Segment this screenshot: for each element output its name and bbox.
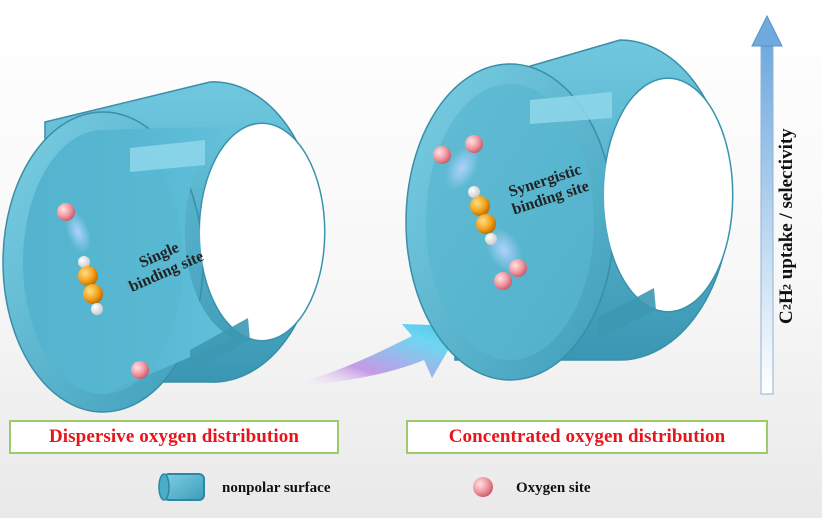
axis-label-prefix: C: [776, 310, 797, 325]
axis-label-sub2: 2: [779, 283, 794, 290]
left-floor-oxygen-atom: [131, 361, 149, 379]
legend-oxygen-icon: [473, 477, 493, 497]
left-hydrogen-atom-top: [78, 256, 90, 268]
right-oxygen-atom-4: [494, 272, 512, 290]
left-channel: [2, 81, 326, 413]
transition-arrow: [288, 324, 462, 386]
concentrated-caption: Concentrated oxygen distribution: [406, 420, 768, 454]
legend-oxygen-label: Oxygen site: [516, 480, 591, 496]
right-hydrogen-atom-top: [468, 186, 480, 198]
dispersive-caption: Dispersive oxygen distribution: [9, 420, 339, 454]
axis-label-suffix: uptake / selectivity: [776, 127, 797, 284]
right-carbon-atom-2: [476, 214, 496, 234]
left-oxygen-atom: [57, 203, 75, 221]
legend-surface-icon: [158, 473, 205, 501]
axis-label-sub1: 2: [779, 304, 794, 311]
right-carbon-atom-1: [470, 196, 490, 216]
left-hydrogen-atom-bottom: [91, 303, 103, 315]
right-channel: [405, 39, 734, 381]
left-carbon-atom-2: [83, 284, 103, 304]
right-oxygen-atom-3: [509, 259, 527, 277]
legend-surface-label: nonpolar surface: [222, 480, 331, 496]
right-oxygen-atom-1: [465, 135, 483, 153]
axis-arrow: [751, 14, 783, 395]
right-hydrogen-atom-bottom: [485, 233, 497, 245]
right-oxygen-atom-2: [433, 146, 451, 164]
left-carbon-atom-1: [78, 266, 98, 286]
axis-label-mid: H: [776, 289, 797, 305]
